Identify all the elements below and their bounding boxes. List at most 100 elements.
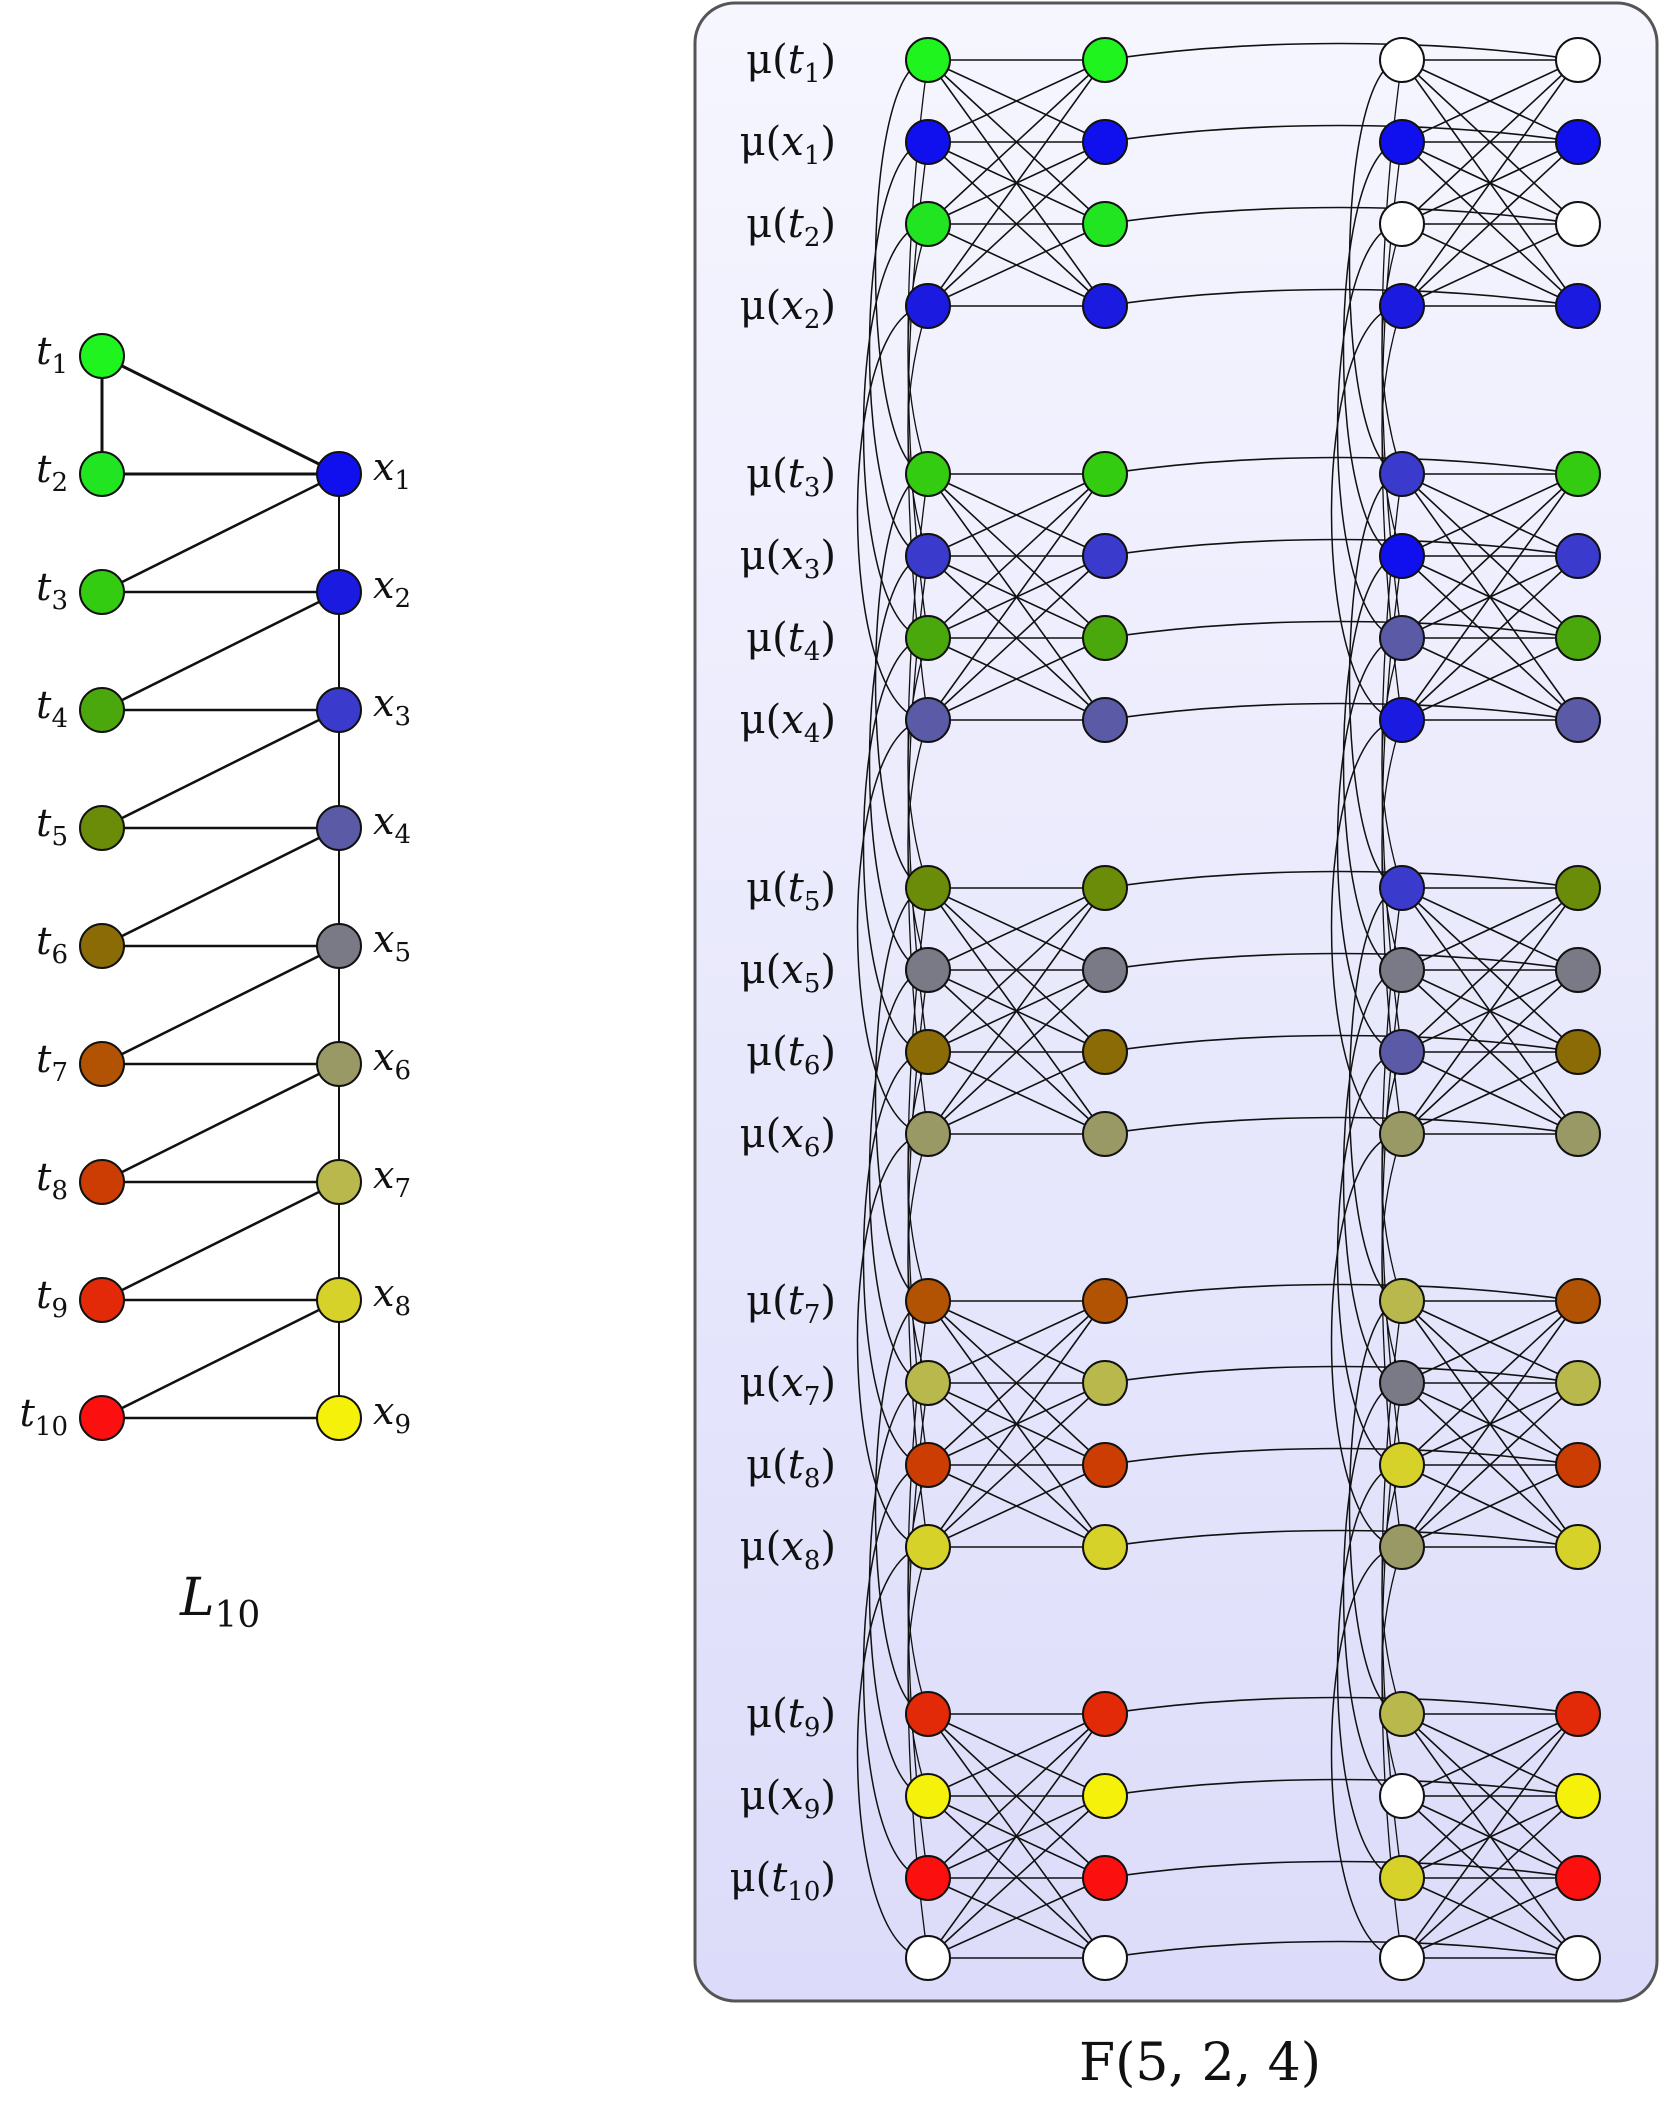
row-label: μ(t4): [746, 615, 836, 667]
node-col2-row7: [1082, 615, 1128, 661]
node-col1-row7: [905, 615, 951, 661]
node-col3-row6: [1379, 533, 1425, 579]
edge-arc: [1104, 702, 1579, 721]
edge-side-left: [874, 887, 929, 1302]
node-x7: [316, 1159, 362, 1205]
node-col2-row18: [1082, 1773, 1128, 1819]
node-x1: [316, 451, 362, 497]
edge-right-block: [1401, 473, 1579, 557]
edge-side-right: [1330, 1133, 1403, 1548]
node-col3-row12: [1379, 1111, 1425, 1157]
node-col2-row9: [1082, 865, 1128, 911]
node-col2-row13: [1082, 1278, 1128, 1324]
label-t10: t10: [20, 1391, 68, 1442]
label-t7: t7: [36, 1037, 68, 1088]
edge-arc: [1104, 288, 1579, 307]
node-col4-row14: [1555, 1360, 1601, 1406]
right-graph-nodes: [905, 37, 1601, 1981]
edge-right-block: [1401, 473, 1579, 639]
node-col4-row8: [1555, 697, 1601, 743]
node-col4-row13: [1555, 1278, 1601, 1324]
edge-right-block: [1401, 555, 1579, 721]
node-x9: [316, 1395, 362, 1441]
edge-arc: [1104, 1283, 1579, 1302]
left-graph-nodes: [79, 333, 362, 1441]
node-col2-row4: [1082, 283, 1128, 329]
edge-left-block: [927, 887, 1106, 971]
node-col1-row11: [905, 1029, 951, 1075]
edge-side-right: [1342, 141, 1403, 557]
edge-arc: [1104, 538, 1579, 557]
edge-right-block: [1401, 223, 1579, 307]
node-col1-row19: [905, 1855, 951, 1901]
edge-right-block: [1401, 59, 1579, 225]
label-x1: x1: [373, 445, 411, 496]
edge-right-block: [1401, 1464, 1579, 1548]
label-t2: t2: [36, 447, 68, 498]
row-label: μ(t10): [730, 1855, 836, 1907]
node-col3-row7: [1379, 615, 1425, 661]
edge-side-right: [1336, 637, 1403, 1053]
edge-cross-right: [1381, 719, 1403, 971]
edge-right-block: [1401, 1877, 1579, 1959]
label-x6: x6: [373, 1035, 411, 1086]
node-col2-row14: [1082, 1360, 1128, 1406]
row-label: μ(t9): [746, 1691, 836, 1743]
edge-left-block: [927, 637, 1106, 721]
edge-cross-right: [1381, 1546, 1403, 1797]
node-col2-row20: [1082, 1935, 1128, 1981]
label-x9: x9: [373, 1389, 411, 1440]
right-graph-row-labels: μ(t1)μ(x1)μ(t2)μ(x2)μ(t3)μ(x3)μ(t4)μ(x4)…: [730, 37, 836, 1907]
node-col4-row19: [1555, 1855, 1601, 1901]
label-t8: t8: [36, 1155, 68, 1206]
node-t8: [79, 1159, 125, 1205]
node-col4-row6: [1555, 533, 1601, 579]
edge-t7-x5: [101, 944, 340, 1066]
edge-right-block: [1401, 887, 1579, 1135]
edge-left-block: [927, 59, 1106, 143]
edge-right-block: [1401, 141, 1579, 307]
edge-left-block: [927, 59, 1106, 225]
row-label: μ(x9): [740, 1773, 836, 1825]
label-t3: t3: [36, 565, 68, 616]
node-col3-row4: [1379, 283, 1425, 329]
right-graph-edges: [927, 59, 1579, 1959]
row-label: μ(x8): [740, 1524, 836, 1576]
edge-arc: [1104, 1940, 1579, 1959]
node-x2: [316, 569, 362, 615]
label-t9: t9: [36, 1273, 68, 1324]
edge-side-right: [1342, 1382, 1403, 1797]
edge-right-block: [1401, 969, 1579, 1135]
edge-t9-x7: [101, 1180, 340, 1302]
node-col3-row10: [1379, 947, 1425, 993]
node-t10: [79, 1395, 125, 1441]
label-x3: x3: [373, 681, 411, 732]
row-label: μ(x4): [740, 697, 836, 749]
edge-cross-right: [1381, 305, 1403, 557]
edge-left-block: [927, 1300, 1106, 1384]
right-graph-caption: F(5, 2, 4): [1079, 2033, 1321, 2093]
label-t1: t1: [36, 329, 68, 380]
label-x8: x8: [373, 1271, 411, 1322]
node-t3: [79, 569, 125, 615]
node-col3-row16: [1379, 1524, 1425, 1570]
edge-cross-right: [1381, 1051, 1403, 1302]
edge-t5-x3: [101, 708, 340, 830]
edge-cross-left: [907, 719, 929, 971]
node-x8: [316, 1277, 362, 1323]
row-label: μ(t8): [746, 1442, 836, 1494]
node-col1-row6: [905, 533, 951, 579]
edge-left-block: [927, 1713, 1106, 1797]
node-col2-row6: [1082, 533, 1128, 579]
edge-right-block: [1401, 1713, 1579, 1959]
node-col4-row15: [1555, 1442, 1601, 1488]
node-t9: [79, 1277, 125, 1323]
edge-left-block: [927, 59, 1106, 307]
edge-side-right: [1348, 887, 1403, 1302]
node-col3-row14: [1379, 1360, 1425, 1406]
edge-t1-x1: [101, 354, 340, 476]
edge-right-block: [1401, 473, 1579, 721]
edge-left-block: [927, 887, 1106, 1053]
node-col4-row17: [1555, 1691, 1601, 1737]
edge-cross-left: [907, 1464, 929, 1715]
